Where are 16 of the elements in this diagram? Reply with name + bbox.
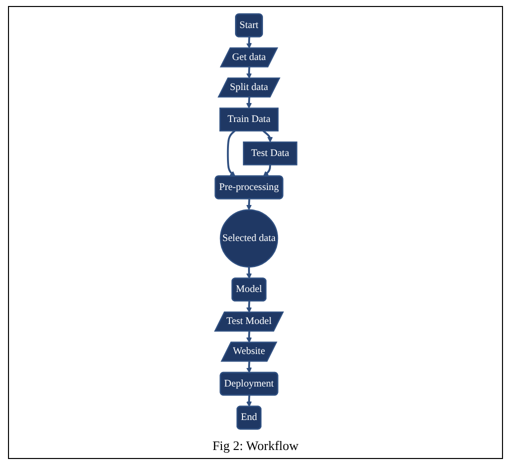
arrow [246,361,252,374]
arrow [246,97,252,108]
arrow [246,266,252,279]
arrow [246,301,252,313]
figure-caption: Fig 2: Workflow [212,438,299,454]
arrow [226,130,236,177]
node-box: Test Data [242,142,297,166]
arrow [262,130,273,142]
arrow [246,395,252,407]
node-box: Train Data [219,108,278,132]
arrow [246,331,252,343]
arrow [246,67,252,79]
arrow [246,36,252,48]
arrow [262,164,271,177]
node-circle: Selected data [219,209,278,268]
arrow [246,198,252,210]
